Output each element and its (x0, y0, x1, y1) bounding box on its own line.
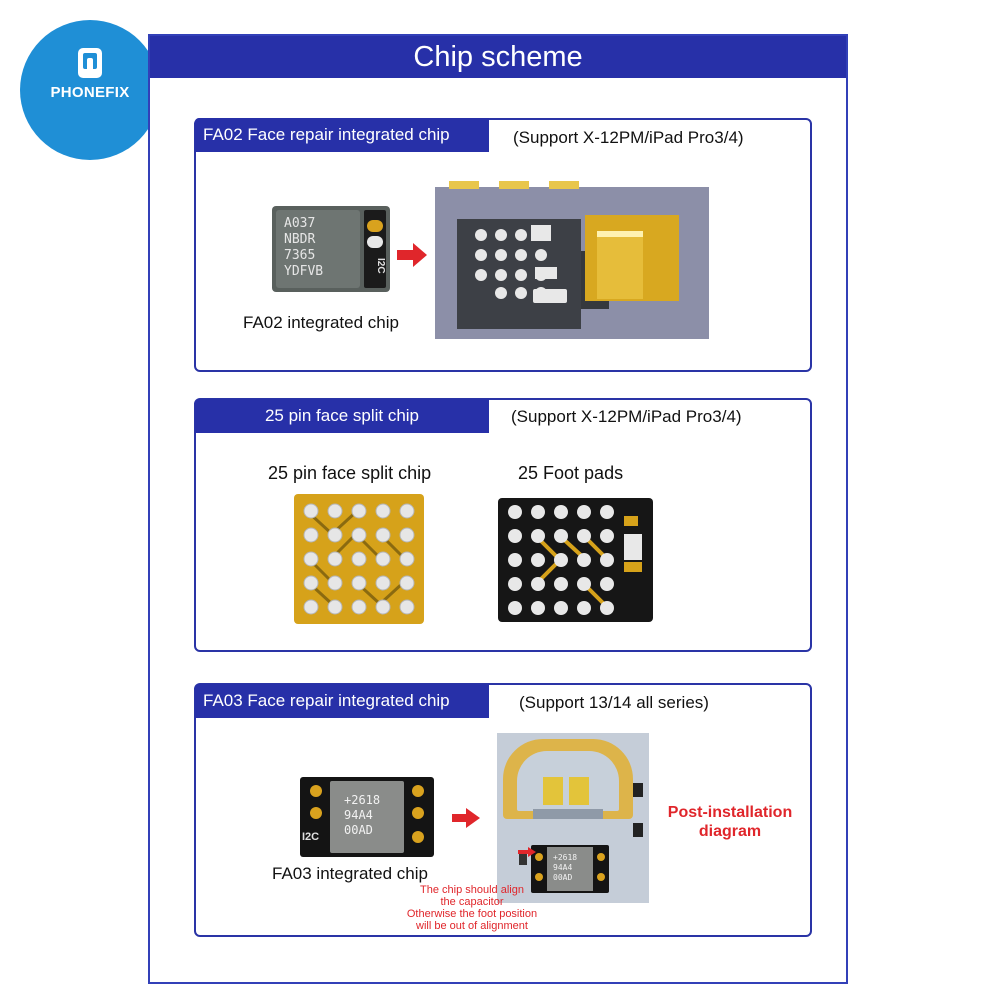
fa03-caption: FA03 integrated chip (272, 864, 428, 883)
25-foot-pads (498, 498, 653, 622)
tab-fa03: FA03 Face repair integrated chip (195, 684, 489, 718)
support-note-25pin: (Support X-12PM/iPad Pro3/4) (511, 407, 742, 426)
pointer-arrow-icon (518, 847, 536, 857)
phone-repair-icon (78, 48, 102, 78)
fa03-chip: I2C +2618 94A4 00AD (300, 777, 434, 857)
fa02-chip: A037 NBDR 7365 YDFVB I2C (272, 206, 390, 292)
foot-pads-caption: 25 Foot pads (518, 463, 624, 483)
post-installation-photo: +2618 94A4 00AD (497, 733, 649, 903)
tab-25pin: 25 pin face split chip (195, 399, 489, 433)
post-label-line-1: Post-installation (667, 804, 793, 821)
page-title: Chip scheme (150, 36, 846, 78)
chip-marking-line: YDFVB (284, 264, 324, 279)
post-installation-label: Post-installation diagram (660, 803, 800, 841)
note-line: the capacitor (440, 896, 504, 908)
chip-marking-line: 7365 (284, 248, 316, 263)
alignment-note: The chip should align the capacitor Othe… (380, 884, 564, 932)
fa02-board-photo (435, 181, 709, 339)
chip-marking-line: NBDR (284, 232, 316, 247)
brand-name: PHONEFIX (50, 84, 130, 101)
fa02-caption: FA02 integrated chip (243, 313, 399, 332)
note-line: The chip should align (420, 884, 524, 896)
support-note-fa02: (Support X-12PM/iPad Pro3/4) (513, 128, 744, 147)
inset-chip-marking: 00AD (553, 873, 573, 882)
i2c-tag: I2C (302, 831, 320, 843)
brand-logo: PHONEFIX (20, 20, 160, 160)
tab-fa02: FA02 Face repair integrated chip (195, 118, 489, 152)
i2c-tag: I2C (375, 258, 386, 274)
split-chip-caption: 25 pin face split chip (268, 463, 432, 483)
arrow-right-icon (452, 808, 480, 828)
inset-chip-marking: +2618 (553, 853, 578, 862)
inset-chip-marking: 94A4 (553, 863, 573, 872)
arrow-right-icon (397, 243, 427, 267)
chip-marking-line: A037 (284, 216, 316, 231)
note-line: Otherwise the foot position (406, 908, 538, 920)
chip-marking-line: +2618 (344, 793, 381, 807)
post-label-line-2: diagram (698, 823, 762, 840)
chip-marking-line: 94A4 (344, 808, 373, 822)
support-note-fa03: (Support 13/14 all series) (519, 693, 709, 712)
chip-marking-line: 00AD (344, 823, 373, 837)
25-pin-split-chip (294, 494, 424, 624)
note-line: will be out of alignment (416, 920, 528, 932)
